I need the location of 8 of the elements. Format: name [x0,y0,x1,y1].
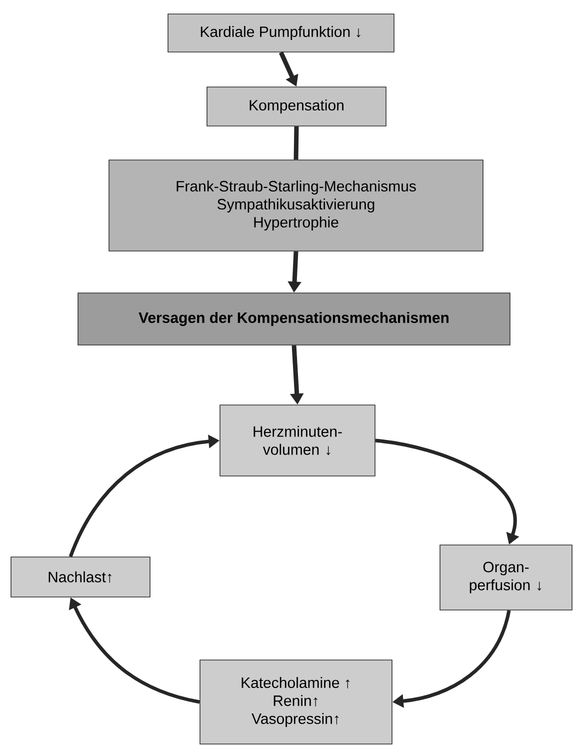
process-box: Organ-perfusion ↓ [440,544,572,610]
process-box: Frank-Straub-Starling-Mechanismus Sympathikusaktivierung Hypertrophie [108,160,484,252]
process-box: Nachlast↑ [10,556,150,598]
process-box: Katecholamine ↑ Renin↑ Vasopressin↑ [200,660,392,744]
process-box: Kardiale Pumpfunktion ↓ [168,14,394,52]
process-box: Herzminuten-volumen ↓ [220,404,376,476]
process-box: Kompensation [206,86,386,126]
process-box: Versagen der Kompensationsmechanismen [78,292,510,346]
